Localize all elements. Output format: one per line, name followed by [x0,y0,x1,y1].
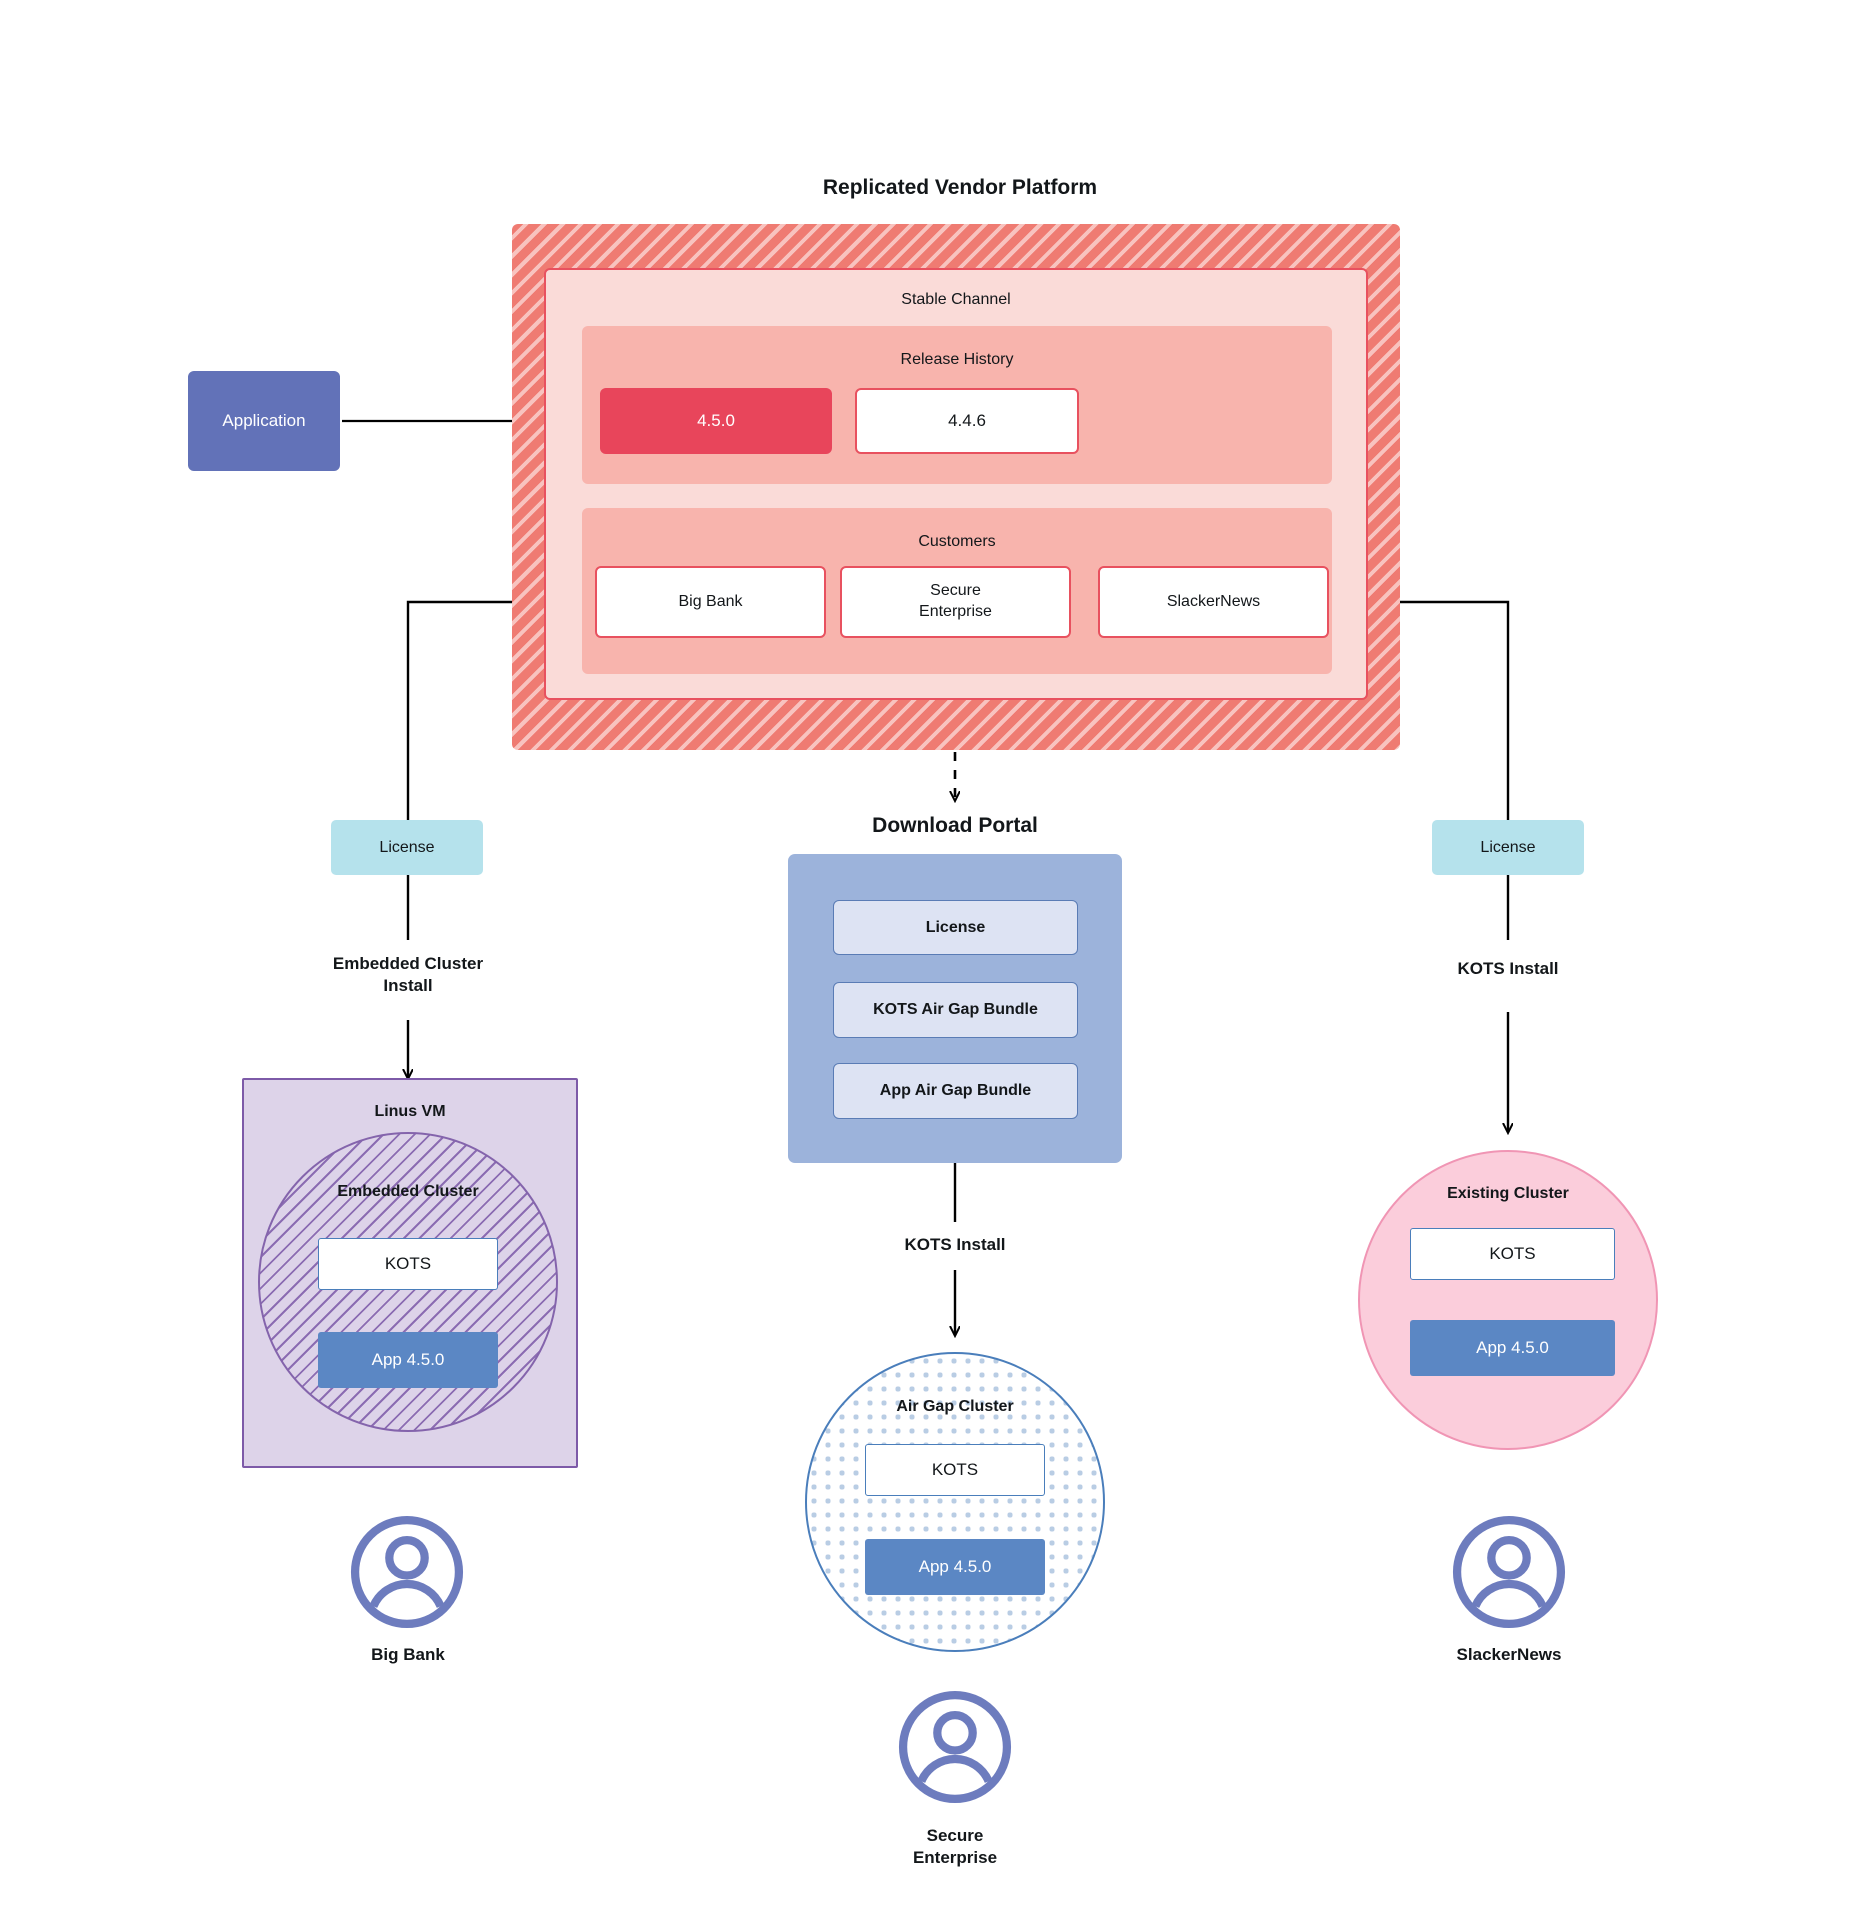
kots-install-label-right: KOTS Install [1457,959,1559,979]
customer-label-slackernews: SlackerNews [1456,1645,1562,1665]
release-history-title: Release History [900,350,1014,368]
avatar-big-bank [348,1513,466,1631]
license-chip-right[interactable]: License [1432,820,1584,875]
portal-item-app-air-gap-bundle[interactable]: App Air Gap Bundle [833,1063,1078,1119]
customer-label-big-bank: Big Bank [371,1645,445,1665]
existing-cluster-circle [1358,1150,1658,1450]
embedded-cluster-circle [258,1132,558,1432]
existing-cluster-title: Existing Cluster [1447,1184,1569,1202]
release-item-previous[interactable]: 4.4.6 [855,388,1079,454]
download-portal-title: Download Portal [872,813,1038,837]
app-version-box-embedded[interactable]: App 4.5.0 [318,1332,498,1388]
portal-item-kots-air-gap-bundle[interactable]: KOTS Air Gap Bundle [833,982,1078,1038]
app-version-box-existing[interactable]: App 4.5.0 [1410,1320,1615,1376]
kots-box-embedded[interactable]: KOTS [318,1238,498,1290]
air-gap-cluster-title: Air Gap Cluster [896,1397,1014,1415]
avatar-slackernews [1450,1513,1568,1631]
customer-card-slackernews[interactable]: SlackerNews [1098,566,1329,638]
embedded-cluster-title: Embedded Cluster [337,1182,479,1200]
release-item-current[interactable]: 4.5.0 [600,388,832,454]
stable-channel-title: Stable Channel [901,290,1011,308]
kots-box-existing[interactable]: KOTS [1410,1228,1615,1280]
person-circle-icon [898,1690,1012,1804]
portal-item-license[interactable]: License [833,900,1078,955]
app-version-box-airgap[interactable]: App 4.5.0 [865,1539,1045,1595]
person-circle-icon [1452,1515,1566,1629]
customer-card-big-bank[interactable]: Big Bank [595,566,826,638]
air-gap-cluster-circle [805,1352,1105,1652]
avatar-secure-enterprise [896,1688,1014,1806]
linus-vm-title: Linus VM [374,1102,446,1120]
application-box[interactable]: Application [188,371,340,471]
customers-title: Customers [918,532,996,550]
kots-box-airgap[interactable]: KOTS [865,1444,1045,1496]
page-title: Replicated Vendor Platform [822,175,1098,199]
customer-card-secure-enterprise[interactable]: Secure Enterprise [840,566,1071,638]
person-circle-icon [350,1515,464,1629]
kots-install-label-center: KOTS Install [904,1235,1006,1255]
license-chip-left[interactable]: License [331,820,483,875]
embedded-cluster-install-label: Embedded Cluster Install [332,954,484,995]
customer-label-secure-enterprise: Secure Enterprise [912,1826,998,1867]
